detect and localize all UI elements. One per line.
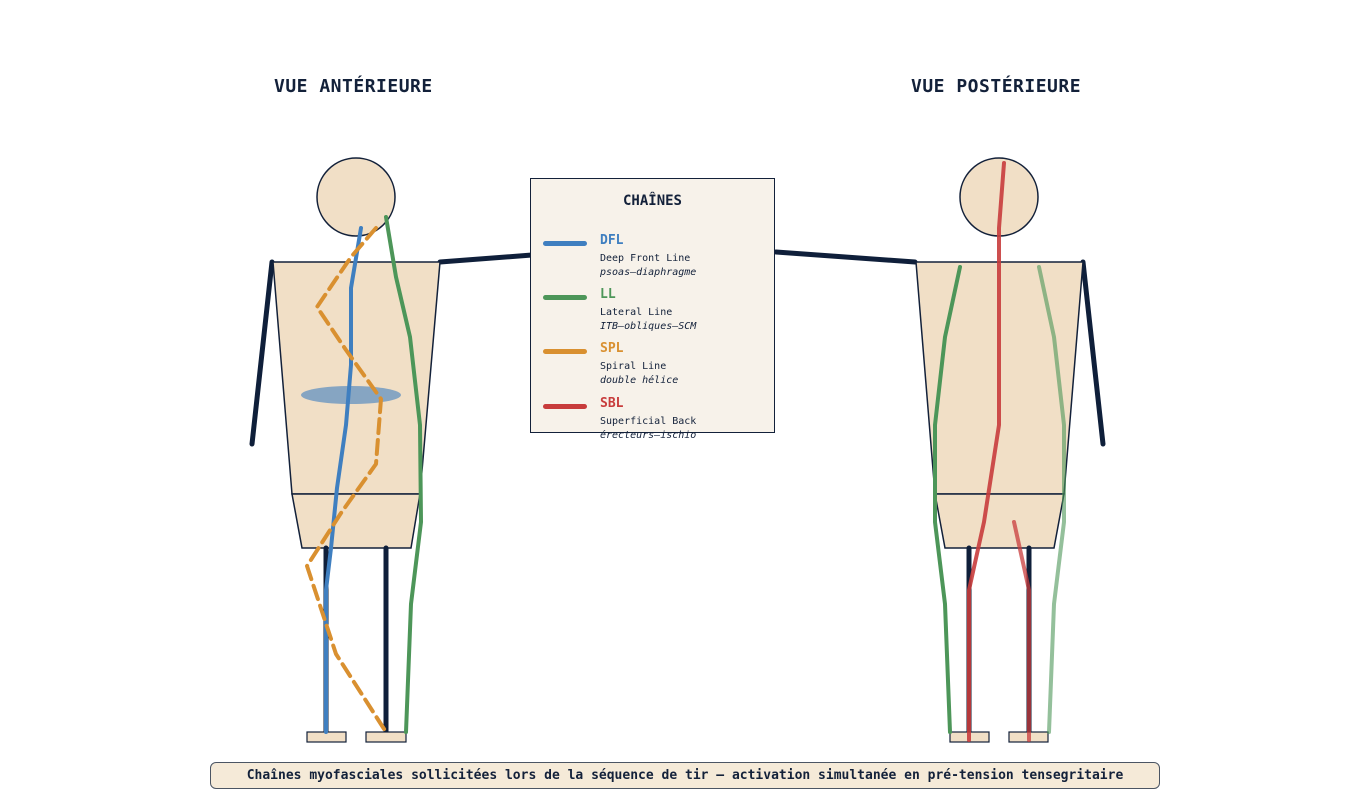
anterior-right-arm — [437, 252, 535, 265]
legend-name-spl: Spiral Line — [600, 361, 667, 372]
posterior-ll-right-line — [1037, 265, 1066, 734]
legend-swatch-dfl — [543, 241, 587, 246]
anterior-figure — [249, 157, 441, 743]
posterior-pelvis — [934, 493, 1065, 549]
posterior-sbl-line — [967, 161, 1006, 742]
anterior-right-foot — [365, 731, 407, 743]
anterior-left-arm — [249, 259, 275, 447]
legend-desc-sbl: érecteurs–ischio — [600, 430, 697, 441]
legend-desc-dfl: psoas–diaphragme — [600, 267, 697, 278]
legend-name-dfl: Deep Front Line — [600, 253, 691, 264]
legend-code-ll: LL — [600, 287, 616, 302]
legend-name-ll: Lateral Line — [600, 307, 673, 318]
anterior-dfl-line — [324, 226, 363, 734]
legend-item-dfl: DFL Deep Front Line psoas–diaphragme — [543, 231, 771, 281]
anterior-pelvis — [291, 493, 421, 549]
legend-desc-ll: ITB–obliques–SCM — [600, 321, 697, 332]
legend-swatch-spl — [543, 349, 587, 354]
legend-swatch-sbl — [543, 404, 587, 409]
posterior-left-arm — [773, 249, 918, 265]
legend-item-ll: LL Lateral Line ITB–obliques–SCM — [543, 285, 771, 335]
figure-caption: Chaînes myofasciales sollicitées lors de… — [210, 762, 1160, 789]
anterior-spl-line — [305, 226, 388, 734]
posterior-right-arm — [1080, 259, 1106, 447]
posterior-ll-left-line — [933, 265, 962, 734]
posterior-view-title: VUE POSTÉRIEURE — [911, 76, 1082, 97]
legend-swatch-ll — [543, 295, 587, 300]
legend-code-dfl: DFL — [600, 233, 624, 248]
posterior-figure — [915, 157, 1106, 743]
anterior-head — [316, 157, 396, 237]
anterior-view-title: VUE ANTÉRIEURE — [274, 76, 433, 97]
legend-item-spl: SPL Spiral Line double hélice — [543, 339, 771, 389]
legend-code-sbl: SBL — [600, 396, 624, 411]
legend-code-spl: SPL — [600, 341, 624, 356]
anterior-ll-line — [384, 215, 423, 734]
legend-title: CHAÎNES — [622, 193, 682, 209]
legend-name-sbl: Superficial Back — [600, 416, 697, 427]
legend-item-sbl: SBL Superficial Back érecteurs–ischio — [543, 394, 771, 444]
posterior-sbl-secondary-line — [1012, 520, 1031, 742]
legend-desc-spl: double hélice — [600, 375, 679, 386]
chains-legend: CHAÎNES DFL Deep Front Line psoas–diaphr… — [530, 178, 775, 441]
